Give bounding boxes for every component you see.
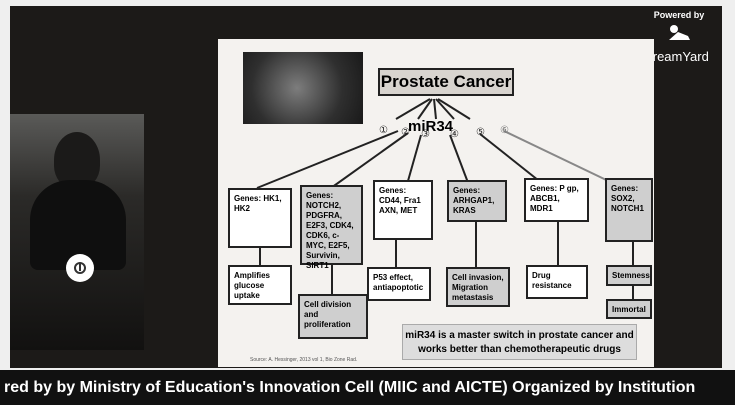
outcome-stemness: Stemness — [606, 265, 652, 286]
ticker-banner: red by by Ministry of Education's Innova… — [0, 370, 735, 405]
presentation-slide: Prostate Cancer miR34 ① ② ③ ④ ⑤ — [218, 39, 654, 367]
circle-6: ⑥ — [500, 125, 509, 136]
powered-by-label: Powered by — [653, 10, 705, 20]
outcome-glucose: Amplifies glucose uptake — [228, 265, 292, 305]
mir34-label: miR34 — [408, 118, 454, 135]
outcome-proliferation: Cell division and proliferation — [298, 294, 368, 339]
genes-box-2: Genes: NOTCH2, PDGFRA, E2F3, CDK4, CDK6,… — [300, 185, 363, 270]
genes-box-5: Genes: P gp, ABCB1, MDR1 — [524, 178, 589, 222]
genes-box-3: Genes: CD44, Fra1 AXN, MET — [373, 180, 433, 240]
outcome-p53: P53 effect, antiapoptotic — [367, 267, 431, 301]
stream-frame: Powered by treamYard Prostate Cancer miR… — [10, 6, 722, 368]
slide-title: Prostate Cancer — [378, 68, 514, 96]
circle-1: ① — [379, 125, 388, 136]
streamyard-name: treamYard — [649, 49, 709, 64]
genes-box-1: Genes: HK1, HK2 — [228, 188, 292, 248]
streamyard-logo-icon — [669, 25, 690, 40]
outcome-metastasis: Cell invasion, Migration metastasis — [446, 267, 510, 307]
circle-5: ⑤ — [476, 127, 485, 138]
mute-icon[interactable] — [66, 254, 94, 282]
speaker-video[interactable] — [10, 114, 144, 350]
outcome-drug-resistance: Drug resistance — [526, 265, 588, 299]
streamyard-brand: Powered by treamYard — [644, 10, 714, 64]
outcome-immortal: Immortal — [606, 299, 652, 319]
slide-credit: Source: A. Hessinger, 2013 vol 1, Bio Zo… — [250, 357, 358, 363]
genes-box-6: Genes: SOX2, NOTCH1 — [605, 178, 653, 242]
speaker-head — [54, 132, 100, 188]
slide-image — [243, 52, 363, 124]
genes-box-4: Genes: ARHGAP1, KRAS — [447, 180, 507, 222]
slide-message: miR34 is a master switch in prostate can… — [402, 324, 637, 360]
